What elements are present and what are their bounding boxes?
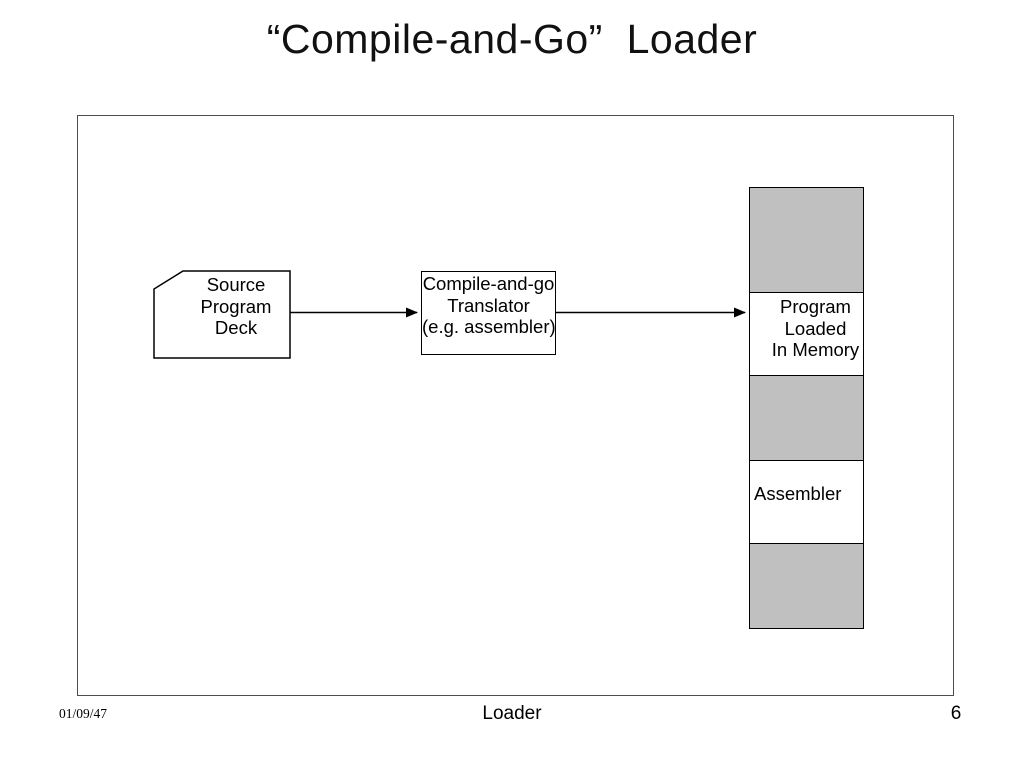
source-deck-label: Source Program Deck: [181, 274, 291, 339]
diagram-frame: Source Program Deck Compile-and-go Trans…: [77, 115, 954, 696]
footer-date: 01/09/47: [59, 706, 108, 721]
source-deck-label-line: Source: [206, 274, 266, 295]
memory-cell-label-line: Loaded: [784, 317, 847, 339]
memory-cell-label-line: Program: [780, 296, 851, 317]
footer-page-number: 6: [950, 703, 962, 724]
slide-title: “Compile-and-Go” Loader: [266, 16, 758, 62]
source-deck-shape: [153, 270, 291, 359]
translator-label-line: (e.g. assembler): [422, 316, 556, 337]
memory-cell-label-line: Assembler: [754, 483, 842, 504]
translator-label-line: Compile-and-go: [422, 273, 555, 294]
source-deck-label-line: Deck: [214, 317, 258, 338]
translator-label-line: Translator: [447, 294, 530, 316]
diagram-canvas: [153, 270, 746, 359]
footer-title: Loader: [482, 703, 542, 724]
memory-cell-filled: [750, 188, 863, 293]
memory-stack: Program Loaded In Memory Assembler: [749, 187, 864, 629]
memory-cell-label-line: In Memory: [771, 339, 860, 360]
translator-box: Compile-and-go Translator (e.g. assemble…: [421, 271, 556, 355]
memory-cell-filled: [750, 544, 863, 628]
source-deck-label-line: Program: [200, 295, 272, 317]
memory-cell-program-loaded: Program Loaded In Memory: [750, 293, 863, 376]
memory-cell-filled: [750, 376, 863, 461]
memory-cell-assembler: Assembler: [750, 461, 863, 544]
